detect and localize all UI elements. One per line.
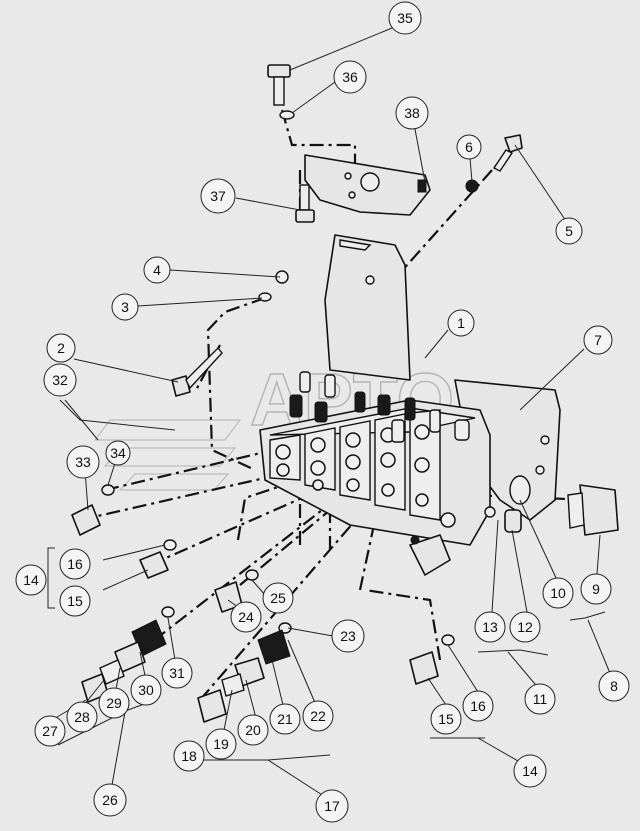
- svg-text:5: 5: [565, 223, 573, 239]
- svg-text:23: 23: [340, 628, 356, 644]
- callout-15b: 15: [430, 703, 462, 735]
- svg-text:11: 11: [533, 691, 548, 707]
- callout-4: 4: [143, 256, 171, 284]
- callout-8: 8: [598, 670, 630, 702]
- callout-16a: 16: [59, 548, 91, 580]
- callout-25: 25: [262, 582, 294, 614]
- callout-6: 6: [456, 134, 482, 160]
- svg-text:12: 12: [517, 619, 533, 635]
- svg-text:37: 37: [210, 188, 226, 204]
- callout-13: 13: [474, 611, 506, 643]
- callout-5: 5: [555, 217, 583, 245]
- svg-text:32: 32: [52, 372, 68, 388]
- callout-38: 38: [395, 96, 429, 130]
- callout-18: 18: [173, 740, 205, 772]
- solenoid-coil: [567, 484, 619, 536]
- callout-9: 9: [580, 573, 612, 605]
- svg-text:16: 16: [67, 556, 83, 572]
- svg-text:15: 15: [438, 711, 454, 727]
- svg-text:4: 4: [153, 262, 161, 278]
- spool-caps: [289, 371, 470, 443]
- svg-text:28: 28: [74, 709, 90, 725]
- svg-text:35: 35: [397, 10, 413, 26]
- callout-15a: 15: [59, 585, 91, 617]
- svg-text:27: 27: [42, 723, 58, 739]
- svg-text:1: 1: [457, 315, 465, 331]
- callout-32: 32: [43, 363, 77, 397]
- svg-text:22: 22: [310, 708, 326, 724]
- callout-11: 11: [524, 683, 556, 715]
- callout-19: 19: [205, 728, 237, 760]
- callout-16b: 16: [462, 690, 494, 722]
- svg-text:7: 7: [594, 332, 602, 348]
- mounting-plate: [324, 234, 411, 381]
- top-bracket: [304, 154, 431, 216]
- callout-28: 28: [66, 701, 98, 733]
- callouts: 35 36 38 6 37 5 4 3 1 7 2 32 33 34 16 14…: [15, 1, 630, 823]
- svg-text:8: 8: [610, 678, 618, 694]
- fittings-11: [484, 475, 531, 533]
- callout-37: 37: [200, 178, 236, 214]
- svg-text:3: 3: [121, 299, 129, 315]
- callout-3: 3: [111, 293, 139, 321]
- svg-text:34: 34: [110, 445, 126, 461]
- svg-text:16: 16: [470, 698, 486, 714]
- callout-17: 17: [315, 789, 349, 823]
- svg-text:29: 29: [106, 695, 122, 711]
- callout-29: 29: [98, 687, 130, 719]
- svg-text:10: 10: [550, 585, 566, 601]
- callout-27: 27: [34, 715, 66, 747]
- callout-33: 33: [66, 445, 100, 479]
- callout-20: 20: [237, 714, 269, 746]
- svg-text:13: 13: [482, 619, 498, 635]
- svg-text:17: 17: [324, 798, 340, 814]
- callout-34: 34: [105, 440, 131, 466]
- svg-text:15: 15: [67, 593, 83, 609]
- svg-text:30: 30: [138, 682, 154, 698]
- callout-14b: 14: [513, 754, 547, 788]
- callout-26: 26: [93, 783, 127, 817]
- svg-text:31: 31: [169, 665, 185, 681]
- svg-text:9: 9: [592, 581, 600, 597]
- callout-24: 24: [230, 601, 262, 633]
- callout-10: 10: [542, 577, 574, 609]
- svg-text:19: 19: [213, 736, 229, 752]
- valve-body: [259, 371, 491, 576]
- callout-35: 35: [388, 1, 422, 35]
- svg-text:33: 33: [75, 454, 91, 470]
- callout-7: 7: [583, 325, 613, 355]
- valve-ports: [275, 424, 456, 528]
- callout-31: 31: [161, 657, 193, 689]
- svg-text:38: 38: [404, 105, 420, 121]
- callout-30: 30: [130, 674, 162, 706]
- svg-text:20: 20: [245, 722, 261, 738]
- svg-text:14: 14: [522, 763, 538, 779]
- svg-text:2: 2: [57, 340, 65, 356]
- callout-2: 2: [46, 333, 76, 363]
- svg-text:18: 18: [181, 748, 197, 764]
- leader-lines: [51, 27, 601, 731]
- callout-1: 1: [447, 309, 475, 337]
- callout-14a: 14: [15, 564, 47, 596]
- callout-36: 36: [333, 60, 367, 94]
- svg-text:36: 36: [342, 69, 358, 85]
- svg-text:24: 24: [238, 609, 254, 625]
- svg-text:25: 25: [270, 590, 286, 606]
- svg-text:26: 26: [102, 792, 118, 808]
- callout-22: 22: [302, 700, 334, 732]
- svg-text:14: 14: [23, 572, 39, 588]
- callout-12: 12: [509, 611, 541, 643]
- callout-23: 23: [331, 619, 365, 653]
- hardware: [71, 64, 523, 723]
- svg-text:21: 21: [277, 711, 293, 727]
- callout-21: 21: [269, 703, 301, 735]
- svg-text:6: 6: [465, 139, 473, 155]
